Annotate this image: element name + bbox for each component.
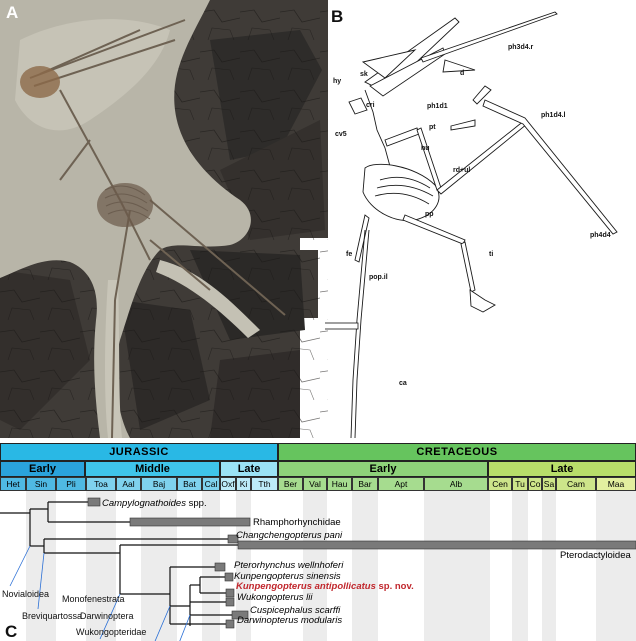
label-cri: cri <box>366 102 375 109</box>
panel-label-a: A <box>6 3 19 22</box>
stage-column <box>542 491 556 641</box>
epoch-cretaceous-late: Late <box>488 461 636 477</box>
wing-finger-right <box>420 11 558 63</box>
stage-bar: Bar <box>352 477 378 491</box>
stage-alb: Alb <box>424 477 488 491</box>
taxon-campylognathoides: Campylognathoides spp. <box>102 498 207 509</box>
range-bar <box>225 619 235 629</box>
taxon-kunpengopterus-sinensis: Kunpengopterus sinensis <box>234 571 341 582</box>
taxon-darwinopterus: Darwinopterus modularis <box>237 615 343 626</box>
stage-bat: Bat <box>177 477 202 491</box>
taxon-kunpengopterus-new: Kunpengopterus antipollicatus sp. nov. <box>236 581 414 592</box>
stage-column <box>424 491 490 641</box>
stage-column <box>202 491 220 641</box>
range-bar <box>129 517 251 527</box>
epoch-jurassic-late: Late <box>220 461 278 477</box>
range-bar <box>87 497 101 507</box>
label-ti: ti <box>489 251 494 258</box>
label-ph1d4l: ph1d4.l <box>541 112 566 119</box>
tail <box>350 229 366 438</box>
stage-cam: Cam <box>556 477 596 491</box>
label-popil: pop.il <box>369 274 388 281</box>
skeleton-drawing <box>325 11 618 438</box>
label-ph1d1: ph1d1 <box>427 103 448 110</box>
label-pp: pp <box>425 211 434 218</box>
stage-toa: Toa <box>86 477 116 491</box>
stage-oxf: Oxf <box>220 477 236 491</box>
label-fe: fe <box>346 251 353 258</box>
torso <box>362 163 440 222</box>
range-bars <box>87 497 636 629</box>
stage-apt: Apt <box>378 477 424 491</box>
stage-maa: Maa <box>596 477 636 491</box>
stage-sin: Sin <box>26 477 56 491</box>
stage-column <box>512 491 528 641</box>
label-ph3d4r: ph3d4.r <box>508 44 534 51</box>
label-ca: ca <box>399 380 407 387</box>
stage-het: Het <box>0 477 26 491</box>
range-bar <box>214 562 226 572</box>
clade-novialoidea: Novialoidea <box>2 589 50 599</box>
stage-cal: Cal <box>202 477 220 491</box>
stage-column <box>596 491 636 641</box>
label-pt: pt <box>429 124 436 131</box>
wing-finger-left <box>482 99 618 235</box>
stage-ber: Ber <box>278 477 303 491</box>
stage-aal: Aal <box>116 477 141 491</box>
stage-baj: Baj <box>141 477 177 491</box>
stage-sa: Sa <box>542 477 556 491</box>
label-cv5: cv5 <box>335 131 347 138</box>
period-cretaceous: CRETACEOUS <box>278 443 636 461</box>
stage-column <box>352 491 378 641</box>
stage-co: Co <box>528 477 542 491</box>
clade-darwinoptera: Darwinoptera <box>80 611 134 621</box>
taxon-pterorhynchus: Pterorhynchus wellnhoferi <box>234 560 344 571</box>
clade-breviquartossa: Breviquartossa <box>22 611 83 621</box>
range-bar <box>224 572 234 582</box>
clade-monofenestrata: Monofenestrata <box>62 594 125 604</box>
stage-column <box>236 491 251 641</box>
stage-tu: Tu <box>512 477 528 491</box>
stage-column <box>303 491 327 641</box>
clade-wukongopteridae: Wukongopteridae <box>76 627 147 637</box>
fossil-photo <box>0 0 328 438</box>
label-hy: hy <box>333 78 342 85</box>
taxon-wukongopterus: Wukongopterus lii <box>237 592 313 603</box>
range-bar <box>237 540 636 550</box>
stage-pli: Pli <box>56 477 86 491</box>
ribs <box>104 185 151 220</box>
label-rdul: rd+ul <box>453 167 471 174</box>
range-bar <box>231 610 249 620</box>
stage-ki: Ki <box>236 477 251 491</box>
range-bar <box>225 588 235 598</box>
period-jurassic: JURASSIC <box>0 443 278 461</box>
taxon-rhamphorhynchidae: Rhamphorhynchidae <box>253 517 341 528</box>
panel-label-b: B <box>331 7 344 26</box>
label-sk: sk <box>360 71 368 78</box>
stage-tth: Tth <box>251 477 278 491</box>
stage-column <box>86 491 116 641</box>
epoch-jurassic-early: Early <box>0 461 85 477</box>
epoch-jurassic-middle: Middle <box>85 461 220 477</box>
label-ph4d4: ph4d4 <box>590 232 611 239</box>
stage-val: Val <box>303 477 327 491</box>
epoch-cretaceous-early: Early <box>278 461 488 477</box>
stage-cen: Cen <box>488 477 512 491</box>
range-bar <box>227 534 239 544</box>
taxon-changchengopterus: Changchengopterus pani <box>236 530 343 541</box>
taxon-pterodactyloidea: Pterodactyloidea <box>560 550 631 561</box>
label-hu: hu <box>421 145 430 152</box>
label-d: d <box>460 70 465 77</box>
cladogram <box>0 497 636 641</box>
taxon-cuspicephalus: Cuspicephalus scarffi <box>250 605 341 616</box>
stage-hau: Hau <box>327 477 352 491</box>
stage-column <box>141 491 177 641</box>
range-bar <box>225 597 235 607</box>
panel-label-c: C <box>5 622 18 641</box>
stage-column <box>26 491 56 641</box>
